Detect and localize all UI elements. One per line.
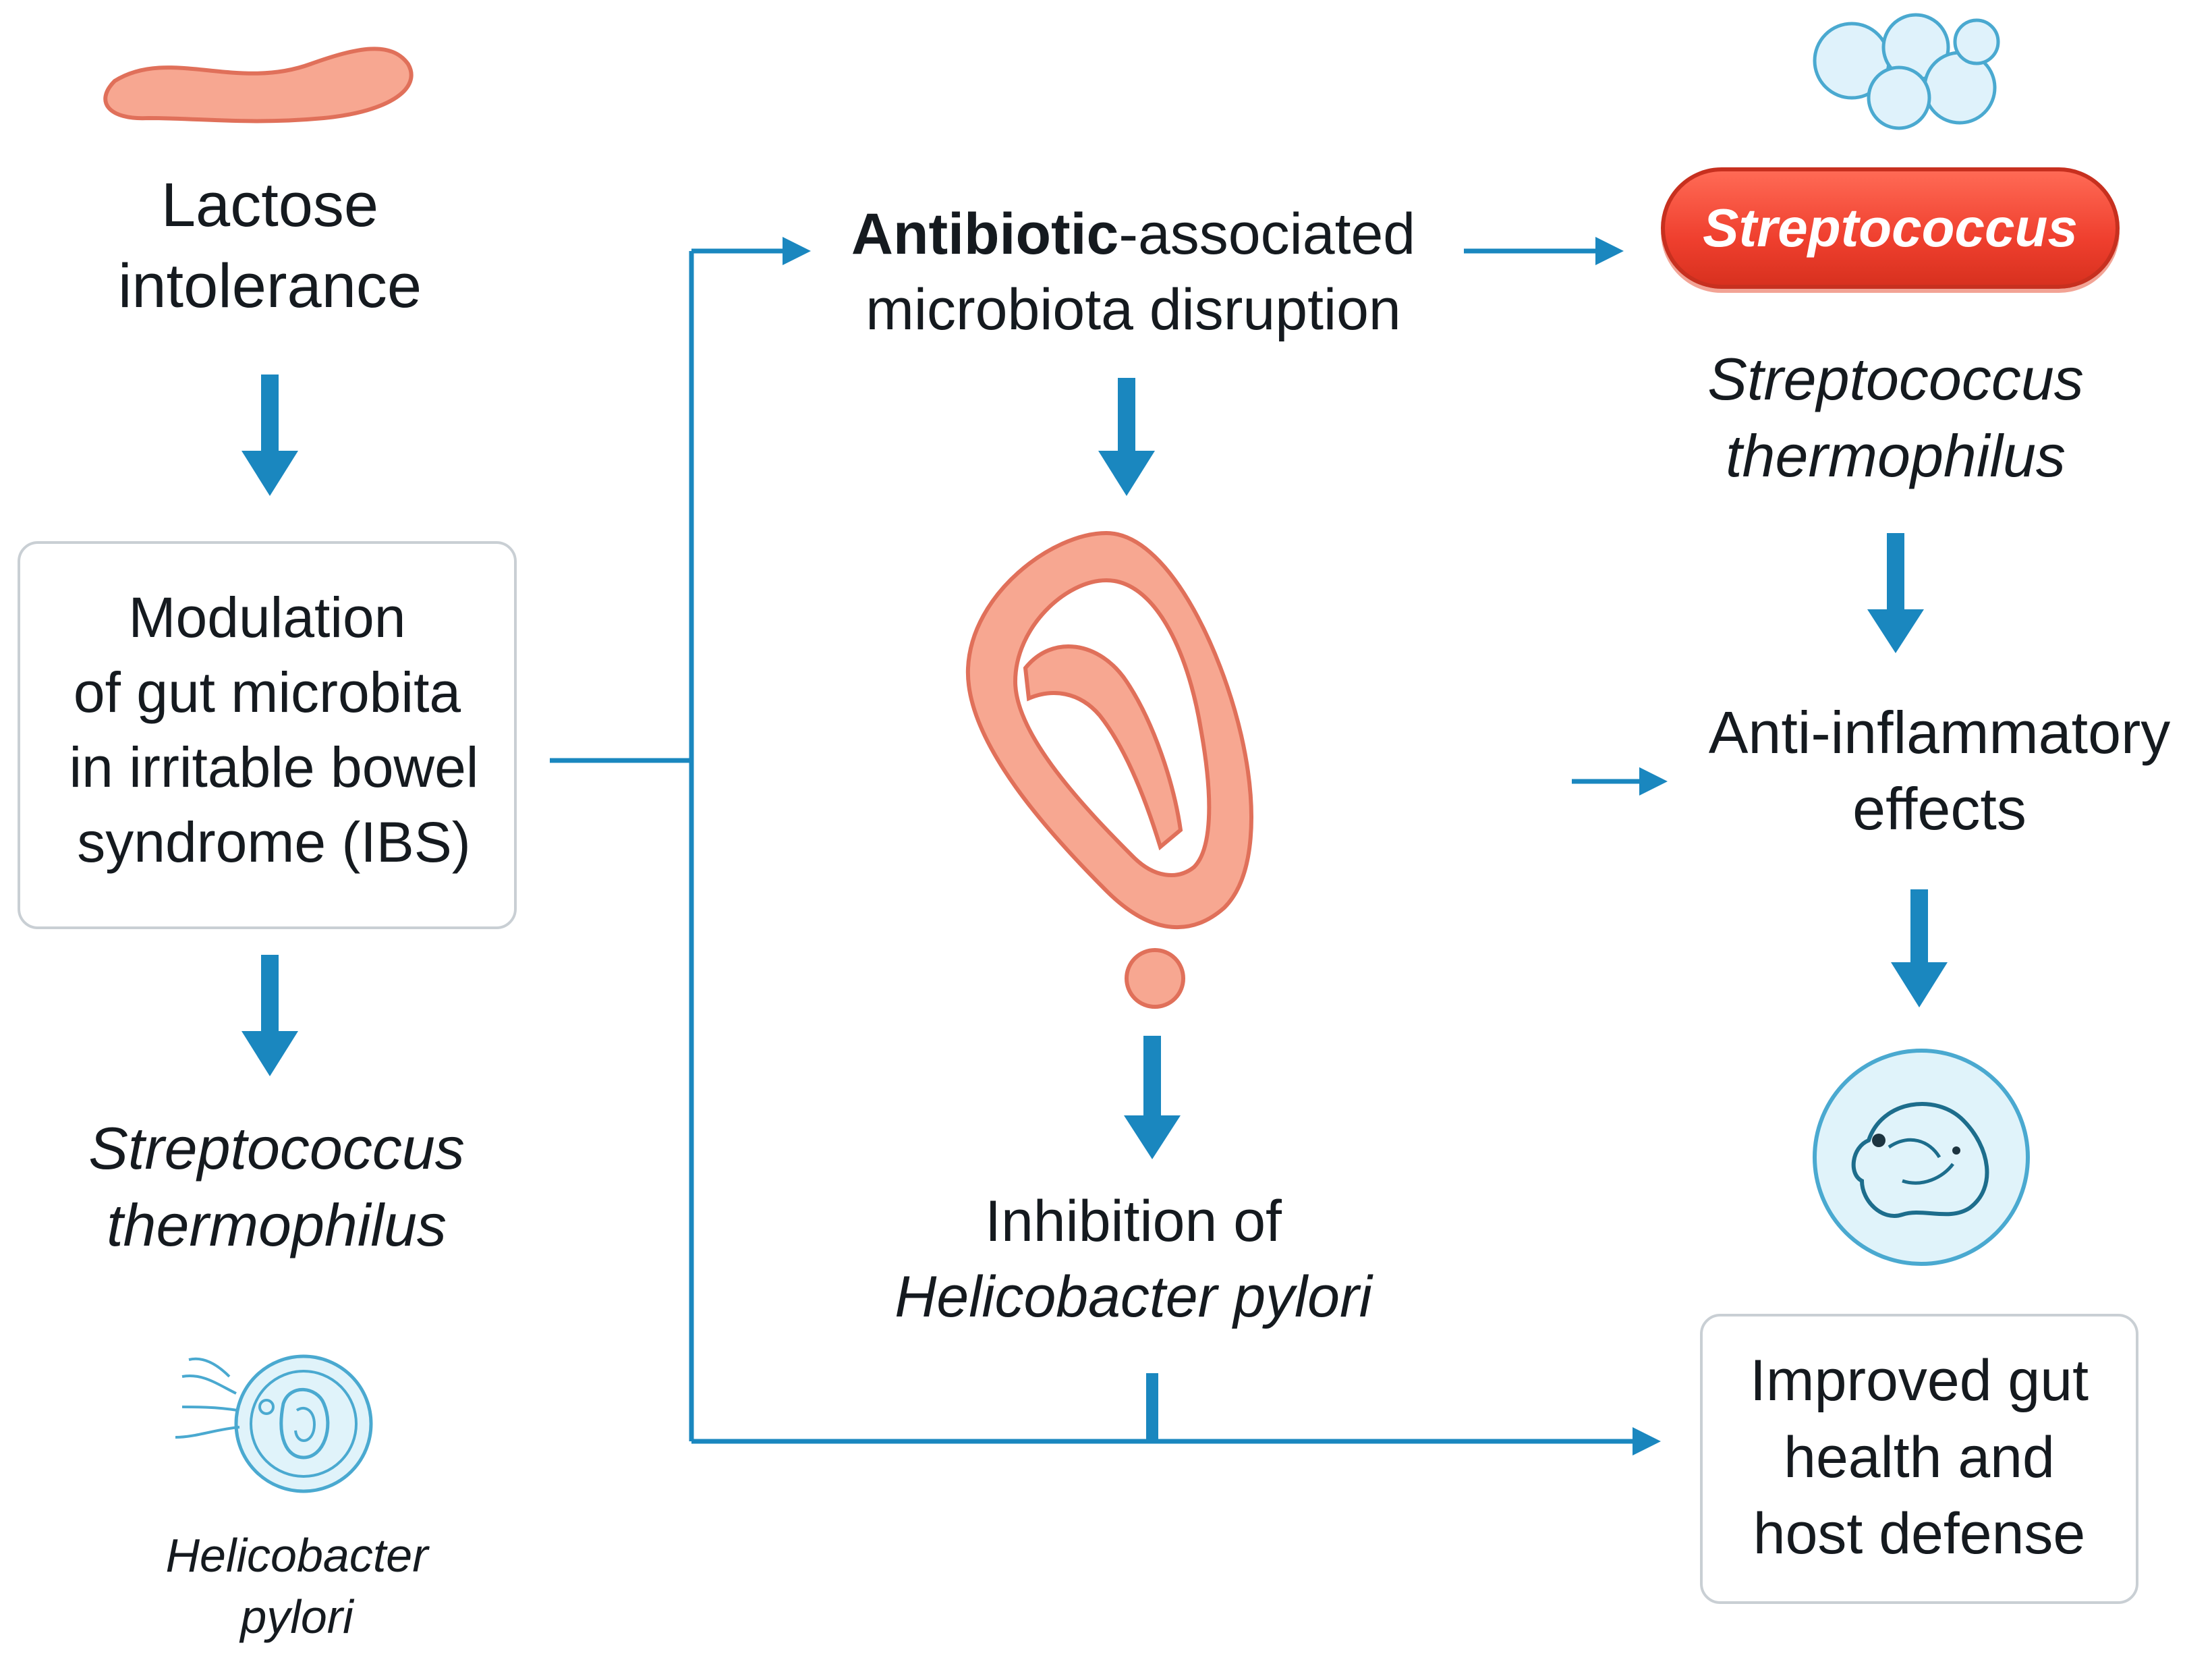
down-arrows <box>242 375 1948 1159</box>
down-arrow-antibiotic <box>1098 378 1155 496</box>
anti-line-1: Anti-inflammatory <box>1708 699 2171 766</box>
helico-line-1: Helicobacter <box>165 1529 428 1582</box>
lactose-line-2: intolerance <box>117 251 422 321</box>
improved-health-box <box>1700 1314 2138 1604</box>
inhibition-line-1: Inhibition of <box>985 1189 1282 1254</box>
down-arrow-modulation <box>242 955 298 1076</box>
modulation-line-4: syndrome (IBS) <box>77 810 471 874</box>
looped-bacterium-icon <box>965 530 1253 1009</box>
strep-left-line-1: Streptococcus <box>88 1115 465 1182</box>
streptococcus-pill: Streptococcus <box>1661 167 2120 289</box>
antibiotic-rest: -associated <box>1118 202 1416 267</box>
antibiotic-line-1: Antibiotic-associated <box>810 197 1457 273</box>
helico-line-2: pylori <box>240 1590 353 1643</box>
strep-thermophilus-right-label: Streptococcus thermophilus <box>1660 341 2132 495</box>
antibiotic-disruption-label: Antibiotic-associated microbiota disrupt… <box>810 197 1457 348</box>
anti-line-2: effects <box>1852 775 2026 842</box>
immune-cell-icon <box>1813 1049 2030 1266</box>
inhibition-line-2: Helicobacter pylori <box>895 1264 1372 1329</box>
cocci-cluster-icon <box>1813 13 2000 130</box>
down-arrow-inhibition <box>1124 1036 1181 1159</box>
inhibition-label: Inhibition of Helicobacter pylori <box>830 1184 1437 1335</box>
connector-lines <box>550 237 1668 1455</box>
improved-line-1: Improved gut <box>1750 1348 2089 1413</box>
strep-right-line-2: thermophilus <box>1726 422 2066 490</box>
rod-bacterium-icon <box>103 47 414 123</box>
improved-line-2: health and <box>1784 1424 2055 1490</box>
strep-thermophilus-left-label: Streptococcus thermophilus <box>40 1110 513 1265</box>
helicobacter-cell-icon <box>175 1354 373 1493</box>
improved-health-label: Improved gut health and host defense <box>1700 1343 2138 1573</box>
down-arrow-lactose <box>242 375 298 496</box>
lactose-line-1: Lactose <box>161 171 379 240</box>
streptococcus-pill-label: Streptococcus <box>1703 198 2078 258</box>
modulation-line-2: of gut microbita <box>73 660 461 724</box>
down-arrow-anti <box>1891 889 1948 1007</box>
modulation-line-3: in irritable bowel <box>69 735 479 799</box>
lactose-intolerance-label: Lactose intolerance <box>67 165 472 327</box>
antibiotic-line-2: microbiota disruption <box>866 277 1401 342</box>
strep-left-line-2: thermophilus <box>107 1192 447 1259</box>
antibiotic-bold: Antibiotic <box>851 202 1119 267</box>
improved-line-3: host defense <box>1753 1501 2086 1567</box>
modulation-line-1: Modulation <box>128 586 406 649</box>
strep-right-line-1: Streptococcus <box>1707 345 2084 412</box>
helicobacter-left-label: Helicobacter pylori <box>128 1525 465 1648</box>
ibs-modulation-box <box>18 541 517 929</box>
ibs-modulation-label: Modulation of gut microbita in irritable… <box>18 580 517 880</box>
anti-inflammatory-label: Anti-inflammatory effects <box>1673 695 2206 847</box>
down-arrow-strep-right <box>1867 533 1924 653</box>
